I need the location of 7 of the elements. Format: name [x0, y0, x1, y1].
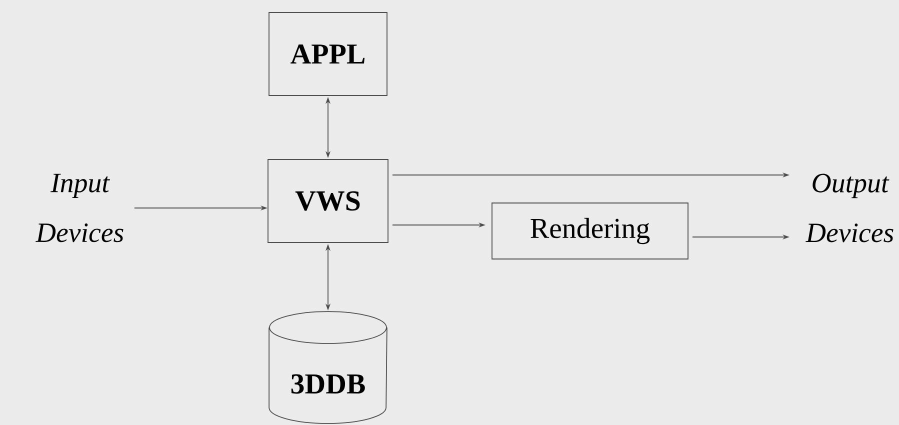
- node-label: 3DDB: [291, 374, 365, 394]
- process-box: Rendering: [492, 202, 688, 260]
- database-cylinder: 3DDB: [268, 311, 388, 424]
- process-box: APPL: [268, 12, 388, 96]
- process-box: VWS: [268, 159, 388, 243]
- device-label: Output Devices: [806, 174, 894, 242]
- device-label: Input Devices: [36, 174, 124, 242]
